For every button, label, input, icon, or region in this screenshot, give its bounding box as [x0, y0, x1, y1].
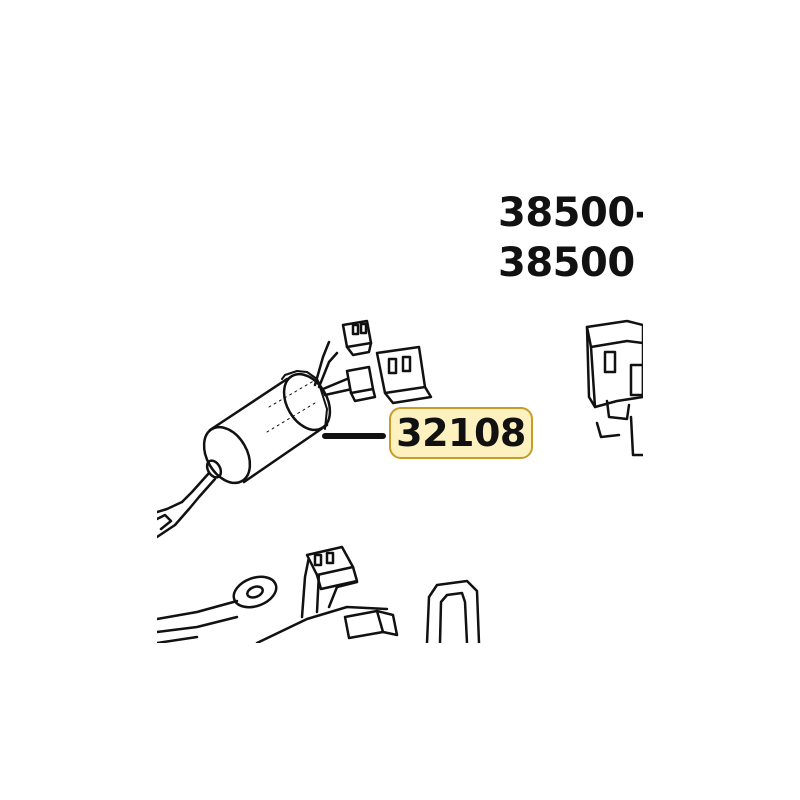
connector-top [341, 319, 373, 357]
left-lead-wire [157, 459, 223, 539]
connector-middle [345, 365, 377, 403]
part-number-top-1: 38500- [498, 190, 643, 236]
diagram-viewport: 38500- 38500 32108 [157, 157, 643, 643]
lower-connector-block [305, 545, 399, 640]
wiring-illustration [157, 319, 643, 643]
connector-right [375, 345, 433, 405]
mounting-bracket [425, 579, 481, 643]
part-number-callout[interactable]: 32108 [389, 407, 533, 459]
relay-unit [585, 319, 643, 457]
cylinder-component [202, 370, 332, 487]
part-number-top-2: 38500 [498, 240, 635, 286]
callout-label: 32108 [396, 411, 526, 455]
